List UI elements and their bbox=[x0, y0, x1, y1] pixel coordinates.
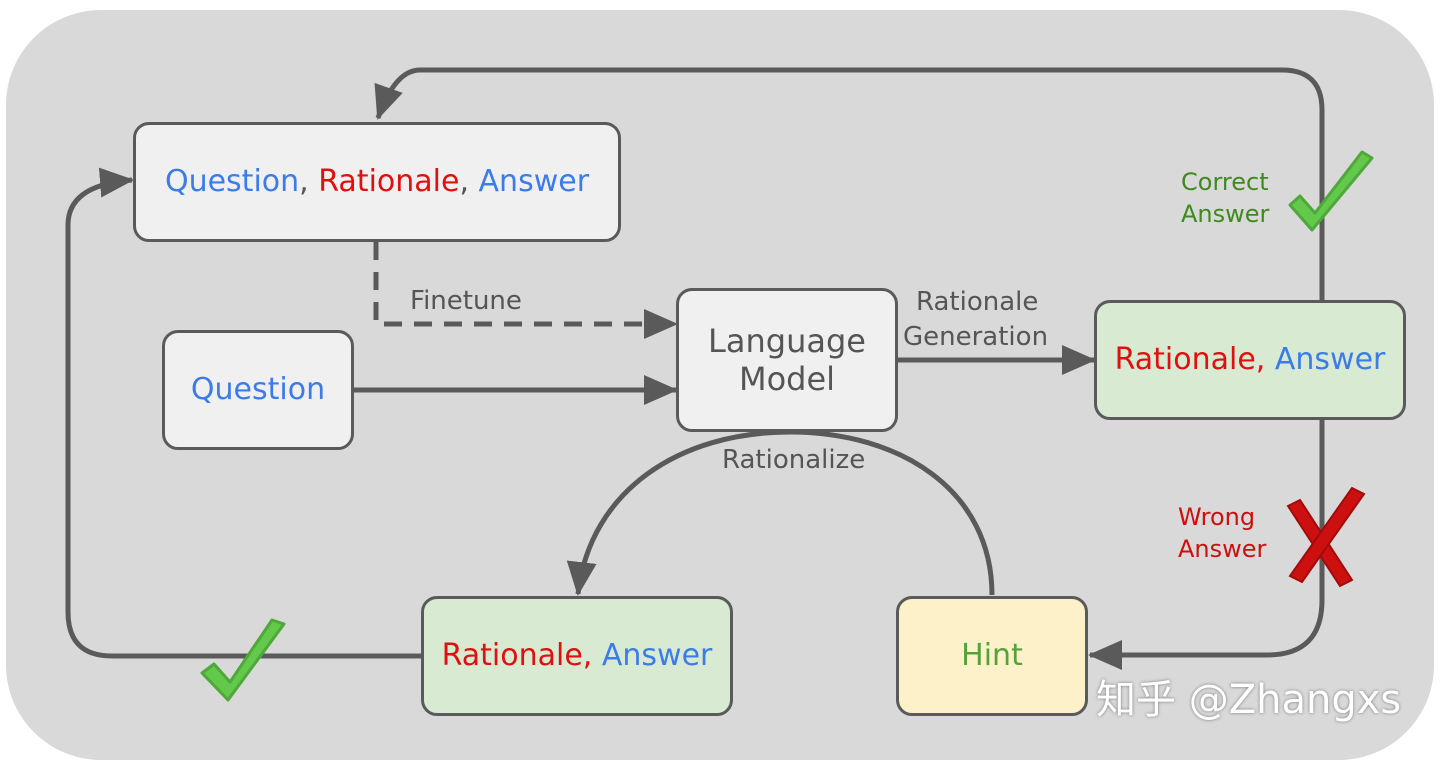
edge-label-rationale-generation-line2: Generation bbox=[903, 322, 1049, 352]
node-label-question: Question bbox=[190, 372, 326, 407]
label-wrong-answer-line1: Wrong bbox=[1178, 503, 1256, 531]
node-label-rationale: Rationale, bbox=[441, 638, 593, 673]
node-language-model: Language Model bbox=[676, 288, 898, 432]
node-rationalized-rationale-answer: Rationale, Answer bbox=[421, 596, 733, 716]
node-question: Question bbox=[162, 330, 354, 450]
node-label-language: Language bbox=[708, 321, 866, 360]
node-label-hint: Hint bbox=[961, 638, 1023, 673]
arrow-rationalize bbox=[566, 429, 995, 596]
arrow-finetune bbox=[373, 242, 678, 339]
node-label-question: Question bbox=[164, 164, 300, 199]
node-generated-rationale-answer: Rationale, Answer bbox=[1094, 300, 1406, 420]
edge-label-rationale-generation-line1: Rationale bbox=[916, 287, 1039, 317]
node-label-rationale: Rationale bbox=[318, 164, 460, 199]
node-label-answer: Answer bbox=[601, 638, 713, 673]
label-correct-answer-line1: Correct bbox=[1181, 168, 1269, 196]
node-label-answer: Answer bbox=[478, 164, 590, 199]
label-correct-answer-line2: Answer bbox=[1181, 200, 1270, 228]
node-hint: Hint bbox=[896, 596, 1088, 716]
node-label-model: Model bbox=[738, 360, 836, 398]
arrow-wrong-to-hint bbox=[1088, 420, 1325, 670]
watermark: 知乎 @Zhangxs bbox=[1096, 677, 1402, 723]
arrow-rationalized-loop bbox=[65, 167, 421, 659]
checkmark-icon bbox=[200, 618, 286, 702]
node-label-answer: Answer bbox=[1274, 342, 1386, 377]
checkmark-icon bbox=[1288, 150, 1374, 232]
arrow-correct-loop bbox=[374, 67, 1325, 300]
edge-label-finetune: Finetune bbox=[410, 286, 522, 316]
edge-label-rationalize: Rationalize bbox=[722, 445, 866, 475]
node-label-rationale: Rationale, bbox=[1114, 342, 1266, 377]
label-wrong-answer-line2: Answer bbox=[1178, 535, 1267, 563]
cross-icon bbox=[1286, 486, 1366, 588]
separator: , bbox=[299, 164, 319, 199]
separator: , bbox=[459, 164, 479, 199]
node-question-rationale-answer: Question, Rationale, Answer bbox=[133, 122, 621, 242]
